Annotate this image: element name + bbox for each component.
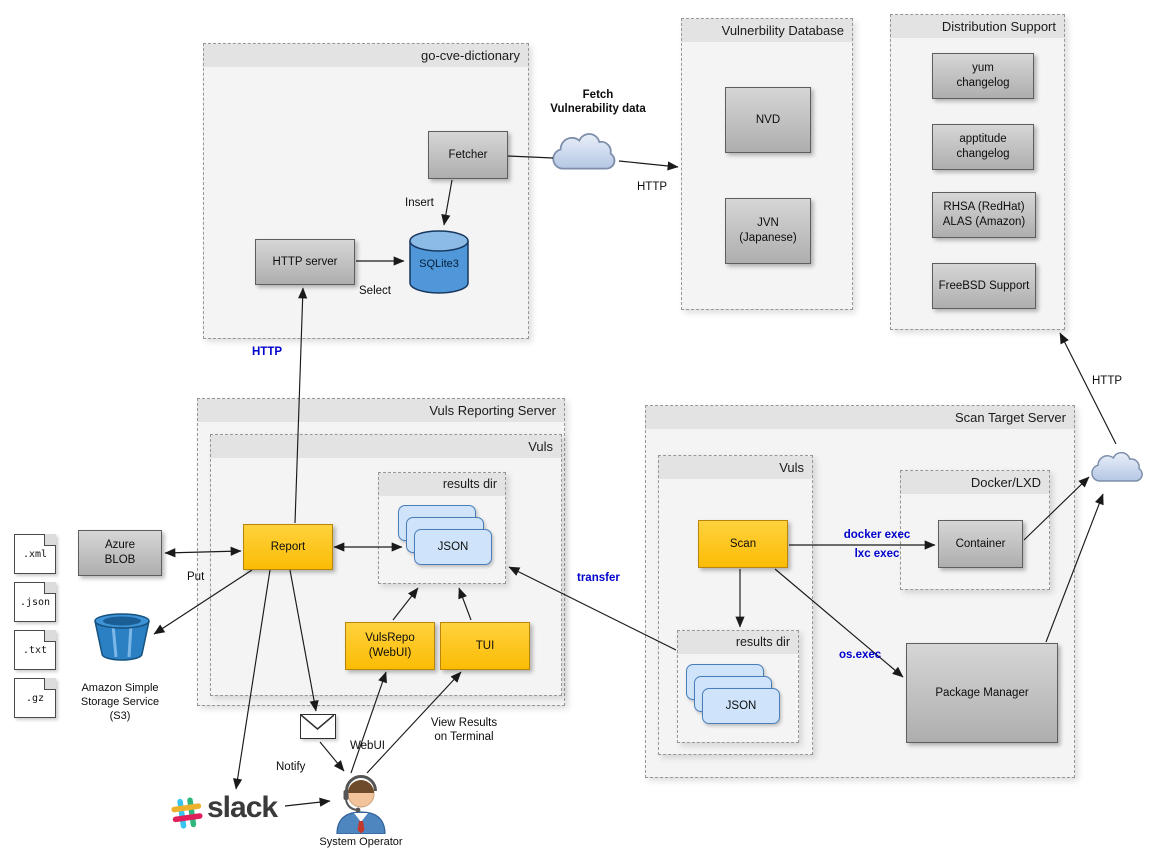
label-transfer: transfer xyxy=(577,572,620,584)
system-operator-icon xyxy=(334,772,388,835)
edge-cloud-vulndb xyxy=(618,160,679,171)
label-notify: Notify xyxy=(276,761,306,773)
edge-slack-operator xyxy=(284,797,331,807)
node-fetcher: Fetcher xyxy=(428,131,508,179)
label-docker-exec: docker exec lxc exec xyxy=(843,529,911,560)
node-yum-changelog: yum changelog xyxy=(932,53,1034,99)
label-select: Select xyxy=(359,285,391,297)
cylinder-shape xyxy=(409,230,469,294)
label-http-fetch: HTTP xyxy=(637,181,668,193)
label-webui: WebUI xyxy=(350,740,385,752)
file-icon-json: .json xyxy=(14,581,57,622)
system-operator-caption: System Operator xyxy=(319,836,403,848)
node-container: Container xyxy=(938,520,1023,568)
panel-title-reporting-vuls: Vuls xyxy=(528,439,553,454)
node-nvd: NVD xyxy=(725,87,811,153)
panel-title-docker-lxd: Docker/LXD xyxy=(970,475,1041,490)
s3-bucket-icon xyxy=(92,612,152,664)
panel-title-vulnerability-database: Vulnerbility Database xyxy=(721,23,844,38)
panel-vulnerability-database: Vulnerbility Database xyxy=(681,18,853,310)
slack-hash-icon xyxy=(168,794,206,832)
file-icon-xml: .xml xyxy=(14,533,57,574)
file-icon-txt: .txt xyxy=(14,629,57,670)
edge-email-operator xyxy=(319,741,345,772)
node-package-manager: Package Manager xyxy=(906,643,1058,743)
node-vulsrepo: VulsRepo (WebUI) xyxy=(345,622,435,670)
json-card-front: JSON xyxy=(414,529,492,565)
json-card-front: JSON xyxy=(702,688,780,724)
node-azure-blob: Azure BLOB xyxy=(78,530,162,576)
node-apptitude-changelog: apptitude changelog xyxy=(932,124,1034,170)
s3-caption: Amazon Simple Storage Service (S3) xyxy=(80,682,160,722)
label-fetch-vulnerability-data: Fetch Vulnerability data xyxy=(550,89,646,116)
label-http-dist: HTTP xyxy=(1092,375,1123,387)
label-view-results: View Results on Terminal xyxy=(430,717,498,744)
label-insert: Insert xyxy=(405,197,434,209)
label-http-report: HTTP xyxy=(252,346,283,358)
panel-title-distribution-support: Distribution Support xyxy=(941,19,1056,34)
sqlite3-label: SQLite3 xyxy=(419,258,459,270)
node-tui: TUI xyxy=(440,622,530,670)
file-icon-gz: .gz xyxy=(14,677,57,718)
panel-go-cve-dictionary: go-cve-dictionary xyxy=(203,43,529,339)
node-scan: Scan xyxy=(698,520,788,568)
label-put: Put xyxy=(187,571,205,583)
slack-wordmark: slack xyxy=(207,791,278,824)
panel-title-vuls-reporting-server: Vuls Reporting Server xyxy=(429,403,556,418)
label-os-exec: os.exec xyxy=(839,649,882,661)
email-envelope-icon xyxy=(300,714,336,739)
panel-title-go-cve-dictionary: go-cve-dictionary xyxy=(421,48,520,63)
panel-title-scan-target-server: Scan Target Server xyxy=(954,410,1066,425)
panel-title-scan-results-dir: results dir xyxy=(735,635,790,649)
node-rhsa-alas: RHSA (RedHat) ALAS (Amazon) xyxy=(932,192,1036,238)
panel-title-reporting-results-dir: results dir xyxy=(442,477,497,491)
sqlite3-database-icon: SQLite3 xyxy=(408,228,470,296)
internet-cloud-icon xyxy=(1091,451,1144,482)
node-jvn: JVN (Japanese) xyxy=(725,198,811,264)
panel-title-scan-vuls: Vuls xyxy=(779,460,804,475)
node-http-server: HTTP server xyxy=(255,239,355,285)
internet-cloud-icon xyxy=(552,132,616,170)
node-report: Report xyxy=(243,524,333,570)
node-freebsd-support: FreeBSD Support xyxy=(932,263,1036,309)
